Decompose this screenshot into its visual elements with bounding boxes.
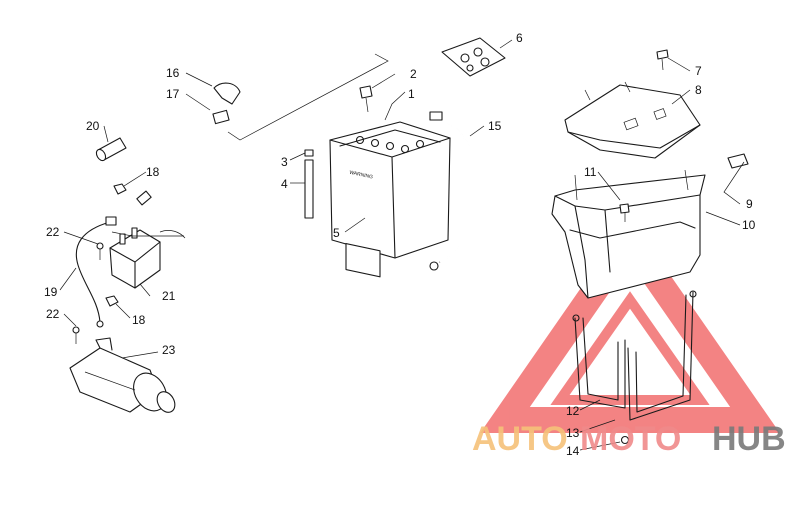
callout-16: 16 — [166, 66, 180, 80]
callout-20: 20 — [86, 119, 100, 133]
callout-1: 1 — [408, 87, 415, 101]
callout-8: 8 — [695, 83, 702, 97]
battery-box — [551, 169, 706, 299]
callout-7: 7 — [695, 64, 702, 78]
callout-9: 9 — [746, 197, 753, 211]
callout-17: 17 — [166, 87, 180, 101]
callout-6: 6 — [516, 31, 523, 45]
callout-4: 4 — [281, 177, 288, 191]
callout-2: 2 — [410, 67, 417, 81]
callout-19: 19 — [44, 285, 58, 299]
strap-clip — [727, 153, 749, 169]
callout-18-upper: 18 — [146, 165, 160, 179]
starter-motor — [69, 337, 176, 413]
battery-cable-17 — [136, 109, 230, 206]
callout-23: 23 — [162, 343, 176, 357]
callout-18-lower: 18 — [132, 313, 146, 327]
battery-tray — [564, 81, 701, 159]
callout-13: 13 — [566, 426, 580, 440]
screw-22-lower — [72, 326, 80, 344]
terminal-bolt — [359, 85, 373, 113]
box-screw — [619, 203, 630, 222]
callout-21: 21 — [162, 289, 176, 303]
callout-22-lower: 22 — [46, 307, 60, 321]
terminal-boot-20 — [95, 137, 127, 162]
battery-cable-15 — [429, 111, 476, 271]
watermark-hub: HUB — [712, 420, 786, 458]
callout-22-upper: 22 — [46, 225, 60, 239]
tray-fastener — [656, 49, 669, 71]
watermark-logo: AUTO MOTO HUB — [472, 420, 786, 458]
callout-10: 10 — [742, 218, 756, 232]
vent-tube — [304, 149, 314, 219]
nut-18-lower — [105, 295, 119, 307]
hardware-kit — [441, 37, 506, 77]
watermark-auto: AUTO — [472, 420, 568, 458]
callout-14: 14 — [566, 444, 580, 458]
battery: WARNING — [329, 121, 451, 278]
terminal-cap-16 — [213, 82, 241, 105]
battery-warning-label: WARNING — [349, 170, 374, 181]
callout-3: 3 — [281, 155, 288, 169]
callout-labels: 1 2 3 4 5 6 7 8 9 10 11 12 13 14 15 16 1… — [44, 31, 756, 458]
callout-5: 5 — [333, 226, 340, 240]
nut-18-upper — [113, 183, 127, 195]
callout-12: 12 — [566, 404, 580, 418]
leader-lines — [59, 39, 745, 451]
callout-15: 15 — [488, 119, 502, 133]
starter-solenoid — [109, 227, 186, 289]
battery-terminal-caps — [355, 135, 425, 154]
battery-strap — [572, 290, 697, 421]
strap-bolt — [620, 435, 630, 445]
watermark-moto: MOTO — [580, 420, 681, 458]
callout-11: 11 — [584, 165, 597, 179]
starter-cable-19 — [75, 216, 117, 328]
screw-22-upper — [96, 242, 104, 260]
